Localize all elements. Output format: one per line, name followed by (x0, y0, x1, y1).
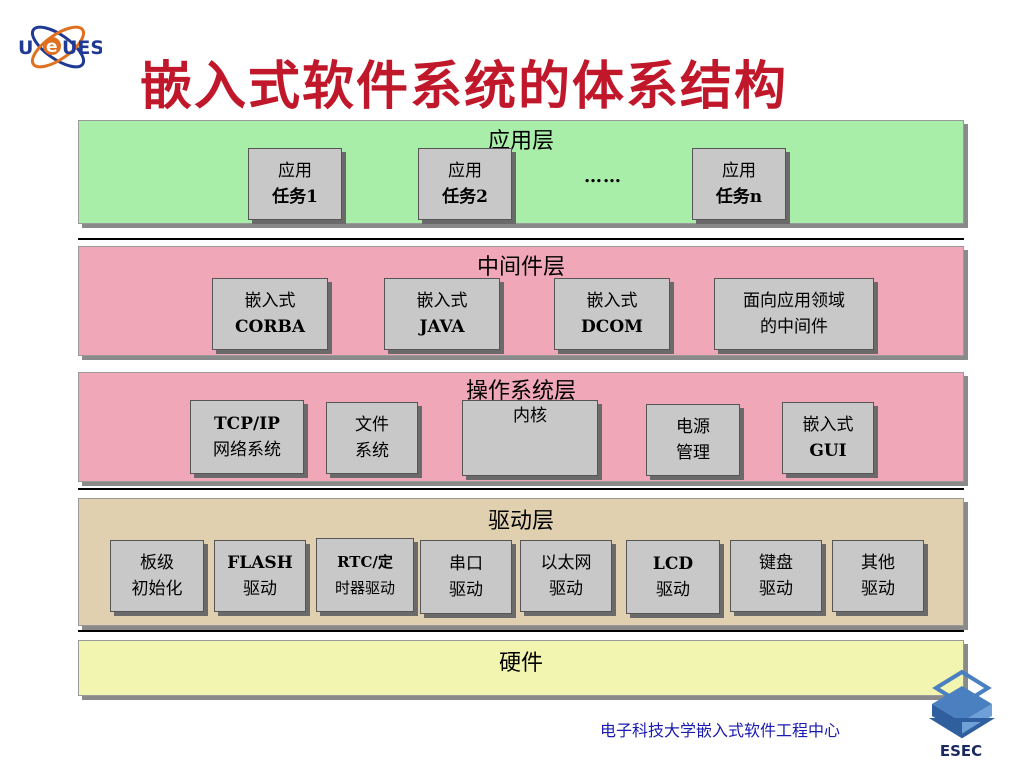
box-line1: 板级 (140, 553, 174, 573)
layer-label: 操作系统层 (465, 379, 576, 404)
box-line2: 任务n (715, 187, 763, 207)
box-line2: 任务2 (442, 187, 488, 207)
layer-separator (78, 488, 964, 490)
box-line1: 应用 (278, 161, 312, 181)
filesystem-box: 文件 系统 (326, 402, 418, 474)
box-line2: 驱动 (656, 580, 690, 600)
box-line2: JAVA (419, 317, 465, 337)
layer-label: 中间件层 (476, 255, 565, 280)
logo-text: UESTC (62, 37, 102, 59)
box-line2: 驱动 (861, 579, 895, 599)
keyboard-driver-box: 键盘 驱动 (730, 540, 822, 612)
box-line1: 嵌入式 (416, 291, 468, 311)
layer-separator (78, 238, 964, 240)
box-line1: 键盘 (759, 553, 793, 573)
hardware-layer: 硬件 (78, 640, 964, 696)
box-line2: 驱动 (243, 579, 277, 599)
power-management-box: 电源 管理 (646, 404, 740, 476)
footer-text: 电子科技大学嵌入式软件工程中心 (600, 721, 841, 740)
tcpip-box: TCP/IP 网络系统 (190, 400, 304, 474)
box-line1: 以太网 (540, 553, 592, 573)
box-line2: 系统 (355, 441, 389, 461)
corba-box: 嵌入式 CORBA (212, 278, 328, 350)
box-line2: 任务1 (272, 187, 318, 207)
flash-driver-box: FLASH 驱动 (214, 540, 306, 612)
box-line1: 嵌入式 (244, 291, 296, 311)
box-line1: 电源 (676, 417, 710, 437)
layer-label: 硬件 (498, 651, 543, 676)
kernel-box: 内核 (462, 400, 598, 476)
box-line1: 文件 (355, 415, 389, 435)
layer-separator (78, 630, 964, 632)
box-line1: 嵌入式 (802, 415, 854, 435)
box-line1: RTC/定 (337, 553, 393, 571)
svg-text:e: e (46, 37, 58, 57)
box-line2: CORBA (234, 317, 306, 337)
app-task-2-box: 应用 任务2 (418, 148, 512, 220)
dcom-box: 嵌入式 DCOM (554, 278, 670, 350)
esec-logo-text: ESEC (940, 742, 982, 760)
box-line1: 内核 (513, 406, 547, 426)
serial-driver-box: 串口 驱动 (420, 540, 512, 614)
box-line2: 驱动 (449, 580, 483, 600)
page-title: 嵌入式软件系统的体系结构 (140, 57, 789, 117)
java-box: 嵌入式 JAVA (384, 278, 500, 350)
app-task-n-box: 应用 任务n (692, 148, 786, 220)
app-task-1-box: 应用 任务1 (248, 148, 342, 220)
rtc-timer-driver-box: RTC/定 时器驱动 (316, 538, 414, 612)
ethernet-driver-box: 以太网 驱动 (520, 540, 612, 612)
box-line2: 管理 (676, 443, 710, 463)
box-line1: 串口 (449, 554, 483, 574)
box-line2: 网络系统 (213, 440, 281, 460)
box-line1: FLASH (227, 553, 293, 573)
box-line1: 面向应用领域 (743, 291, 845, 311)
box-line2: 的中间件 (760, 317, 828, 337)
box-line2: 时器驱动 (334, 579, 395, 597)
uestc-logo: U e UESTC (18, 25, 102, 69)
domain-middleware-box: 面向应用领域 的中间件 (714, 278, 874, 350)
layer-label: 驱动层 (487, 509, 554, 534)
application-layer: 应用层 (78, 120, 964, 224)
box-line1: 嵌入式 (586, 291, 638, 311)
ellipsis: …… (584, 166, 622, 187)
box-line1: LCD (652, 554, 694, 574)
svg-text:U: U (18, 37, 33, 59)
box-line1: 其他 (861, 553, 895, 573)
embedded-gui-box: 嵌入式 GUI (782, 402, 874, 474)
box-line1: TCP/IP (214, 414, 280, 434)
box-line1: 应用 (722, 161, 756, 181)
box-line2: 初始化 (131, 579, 183, 599)
box-line2: DCOM (581, 317, 643, 337)
other-driver-box: 其他 驱动 (832, 540, 924, 612)
box-line2: 驱动 (759, 579, 793, 599)
esec-logo: ESEC (928, 669, 996, 760)
box-line1: 应用 (448, 161, 482, 181)
lcd-driver-box: LCD 驱动 (626, 540, 720, 614)
box-line2: 驱动 (549, 579, 583, 599)
layer-label: 应用层 (487, 129, 554, 154)
board-init-box: 板级 初始化 (110, 540, 204, 612)
box-line2: GUI (809, 441, 847, 461)
